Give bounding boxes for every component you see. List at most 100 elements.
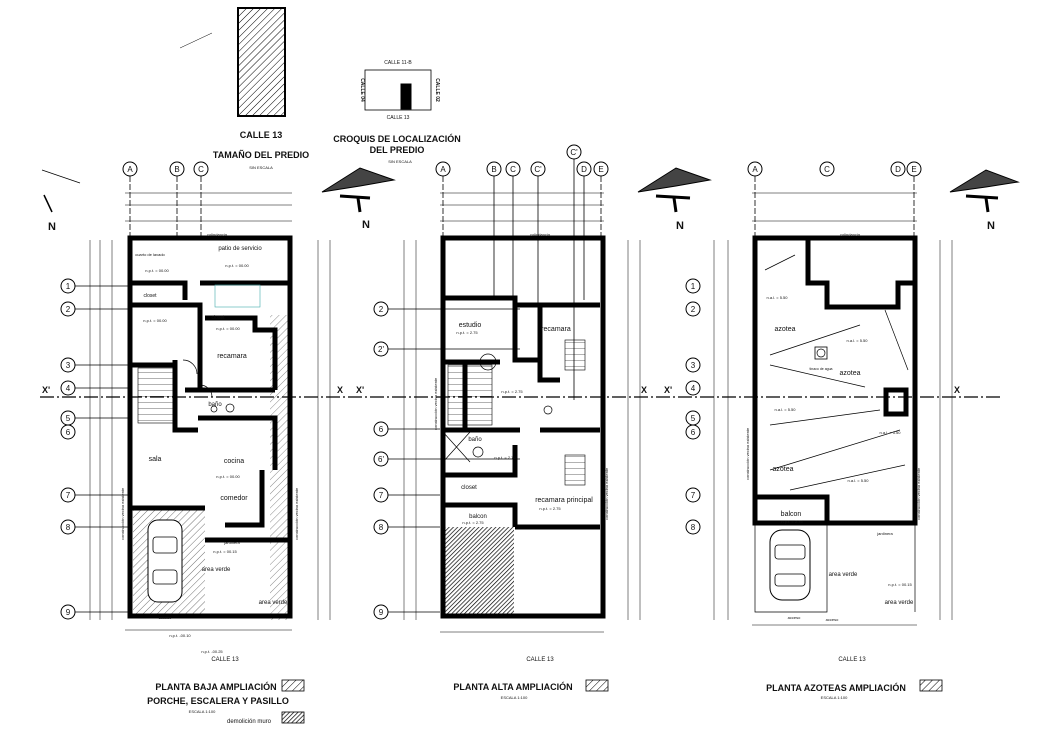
azoteas-street: CALLE 13	[838, 657, 866, 663]
svg-text:E: E	[598, 165, 603, 174]
room-balcon-alta: balcon	[469, 514, 487, 520]
svg-text:C: C	[198, 165, 204, 174]
room-recamara-principal: recamara principal	[535, 497, 593, 504]
room-closet-2: closet	[211, 315, 225, 321]
svg-text:9: 9	[66, 608, 71, 617]
svg-text:n.p.t. = 2.75: n.p.t. = 2.75	[781, 519, 803, 524]
svg-text:6: 6	[691, 428, 696, 437]
svg-text:1: 1	[691, 282, 696, 291]
svg-text:C: C	[824, 165, 830, 174]
svg-text:7: 7	[66, 491, 71, 500]
north-arrow-1: N	[41, 169, 81, 233]
svg-text:6: 6	[66, 428, 71, 437]
svg-text:8: 8	[691, 523, 696, 532]
svg-text:D: D	[895, 165, 901, 174]
svg-text:A: A	[752, 165, 758, 174]
croquis-title-2: DEL PREDIO	[370, 145, 425, 155]
room-sala: sala	[149, 456, 162, 463]
svg-text:4: 4	[66, 384, 71, 393]
room-area-verde-2: area verde	[259, 600, 288, 606]
svg-text:C: C	[510, 165, 516, 174]
svg-text:B: B	[491, 165, 496, 174]
predio-street: CALLE 13	[240, 130, 283, 140]
north-label-2: N	[362, 219, 370, 231]
car-icon-2	[769, 529, 811, 601]
svg-text:n.p.t. = 00.00: n.p.t. = 00.00	[145, 268, 169, 273]
svg-text:3: 3	[691, 361, 696, 370]
svg-text:n.p.t. = 00.00: n.p.t. = 00.00	[216, 326, 240, 331]
svg-text:6: 6	[379, 425, 384, 434]
plan-alta: A B C C' C' D E 2 2' 6 6' 7 8 9	[373, 144, 641, 700]
svg-text:D: D	[581, 165, 587, 174]
svg-text:A: A	[440, 165, 446, 174]
baja-col-a: A	[122, 161, 138, 236]
room-lavado: cuarto de lavado	[135, 252, 165, 257]
svg-text:5: 5	[66, 414, 71, 423]
svg-text:1: 1	[66, 282, 71, 291]
room-recamara: recamara	[217, 353, 247, 360]
azoteas-title: PLANTA AZOTEAS AMPLIACIÓN	[766, 682, 906, 693]
svg-text:n.p.t. = 00.00: n.p.t. = 00.00	[143, 318, 167, 323]
svg-text:2: 2	[691, 305, 696, 314]
jardinera-2: jardinera	[876, 531, 893, 536]
svg-text:8: 8	[379, 523, 384, 532]
predio-title: TAMAÑO DEL PREDIO	[213, 150, 309, 160]
croquis-title-1: CROQUIS DE LOCALIZACIÓN	[333, 133, 461, 144]
svg-text:n.a.l. = 5.50: n.a.l. = 5.50	[879, 430, 901, 435]
svg-text:n.a.l. = 5.50: n.a.l. = 5.50	[846, 338, 868, 343]
acceso-3: acceso	[826, 617, 839, 622]
svg-text:8: 8	[66, 523, 71, 532]
room-closet-alta: closet	[461, 485, 477, 491]
section-label-1: X'	[42, 385, 50, 395]
croquis-drawing: CALLE 11-B CALLE 04 CALLE 02 CALLE 13 CR…	[333, 60, 461, 164]
svg-text:ESCALA 1:100: ESCALA 1:100	[501, 695, 528, 700]
baja-col-b: B	[169, 161, 185, 236]
room-patio: patio de servicio	[218, 246, 262, 252]
svg-text:n.p.t. = 2.75: n.p.t. = 2.75	[501, 389, 523, 394]
baja-rows: 1 2 3 4 5 6 7 8 9	[60, 278, 130, 620]
section-label-4: X	[641, 385, 647, 395]
svg-text:n.p.t. = 2.75: n.p.t. = 2.75	[539, 506, 561, 511]
svg-text:6': 6'	[378, 455, 384, 464]
svg-text:C': C'	[534, 165, 542, 174]
construccion-5: construcción vecina existente	[745, 427, 750, 480]
svg-text:n.p.t. = 2.75: n.p.t. = 2.75	[462, 520, 484, 525]
legend-demolition: demolición muro	[227, 719, 272, 725]
svg-text:n.p.t. -00.10: n.p.t. -00.10	[169, 633, 191, 638]
baja-title-2: PORCHE, ESCALERA Y PASILLO	[147, 696, 289, 706]
room-bano: baño	[208, 402, 222, 408]
baja-col-c: C	[193, 161, 209, 236]
colindancia-2: colindancia	[530, 232, 551, 237]
plan-azoteas: A C D E 1 2 3 4 5 6 7 8	[685, 161, 953, 700]
svg-text:n.p.t. = 00.00: n.p.t. = 00.00	[216, 474, 240, 479]
svg-text:n.p.t. = 00.15: n.p.t. = 00.15	[888, 582, 912, 587]
svg-text:5: 5	[691, 414, 696, 423]
alta-street: CALLE 13	[526, 657, 554, 663]
croquis-street-left: CALLE 04	[359, 78, 365, 102]
section-label-5: X'	[664, 385, 672, 395]
room-balcon-azotea: balcon	[781, 511, 802, 518]
svg-text:E: E	[911, 165, 916, 174]
construccion-4: construcción vecina existente	[604, 467, 609, 520]
svg-text:n.a.l. = 5.50: n.a.l. = 5.50	[774, 407, 796, 412]
jardinera-1: jardinera	[223, 540, 240, 545]
section-label-3: X'	[356, 385, 364, 395]
svg-text:n.p.t. -00.25: n.p.t. -00.25	[201, 649, 223, 654]
croquis-street-bottom: CALLE 13	[387, 115, 410, 121]
svg-text:C': C'	[570, 148, 578, 157]
svg-text:2: 2	[379, 305, 384, 314]
colindancia-1: colindancia	[207, 232, 228, 237]
room-azotea-3: azotea	[772, 466, 793, 473]
north-label-1: N	[48, 221, 56, 233]
construccion-3: construcción vecina existente	[433, 377, 438, 430]
tinaco: tinaco de agua	[810, 367, 833, 371]
north-arrow-4: N	[949, 169, 1020, 232]
plan-baja: A B C 1 2 3 4 5 6 7 8 9	[60, 161, 331, 725]
room-estudio: estudio	[459, 322, 482, 329]
north-label-3: N	[676, 220, 684, 232]
croquis-street-right: CALLE 02	[434, 78, 440, 102]
north-arrow-2: N	[321, 167, 396, 231]
svg-text:7: 7	[379, 491, 384, 500]
alta-title: PLANTA ALTA AMPLIACIÓN	[453, 681, 572, 692]
room-comedor: comedor	[220, 495, 248, 502]
